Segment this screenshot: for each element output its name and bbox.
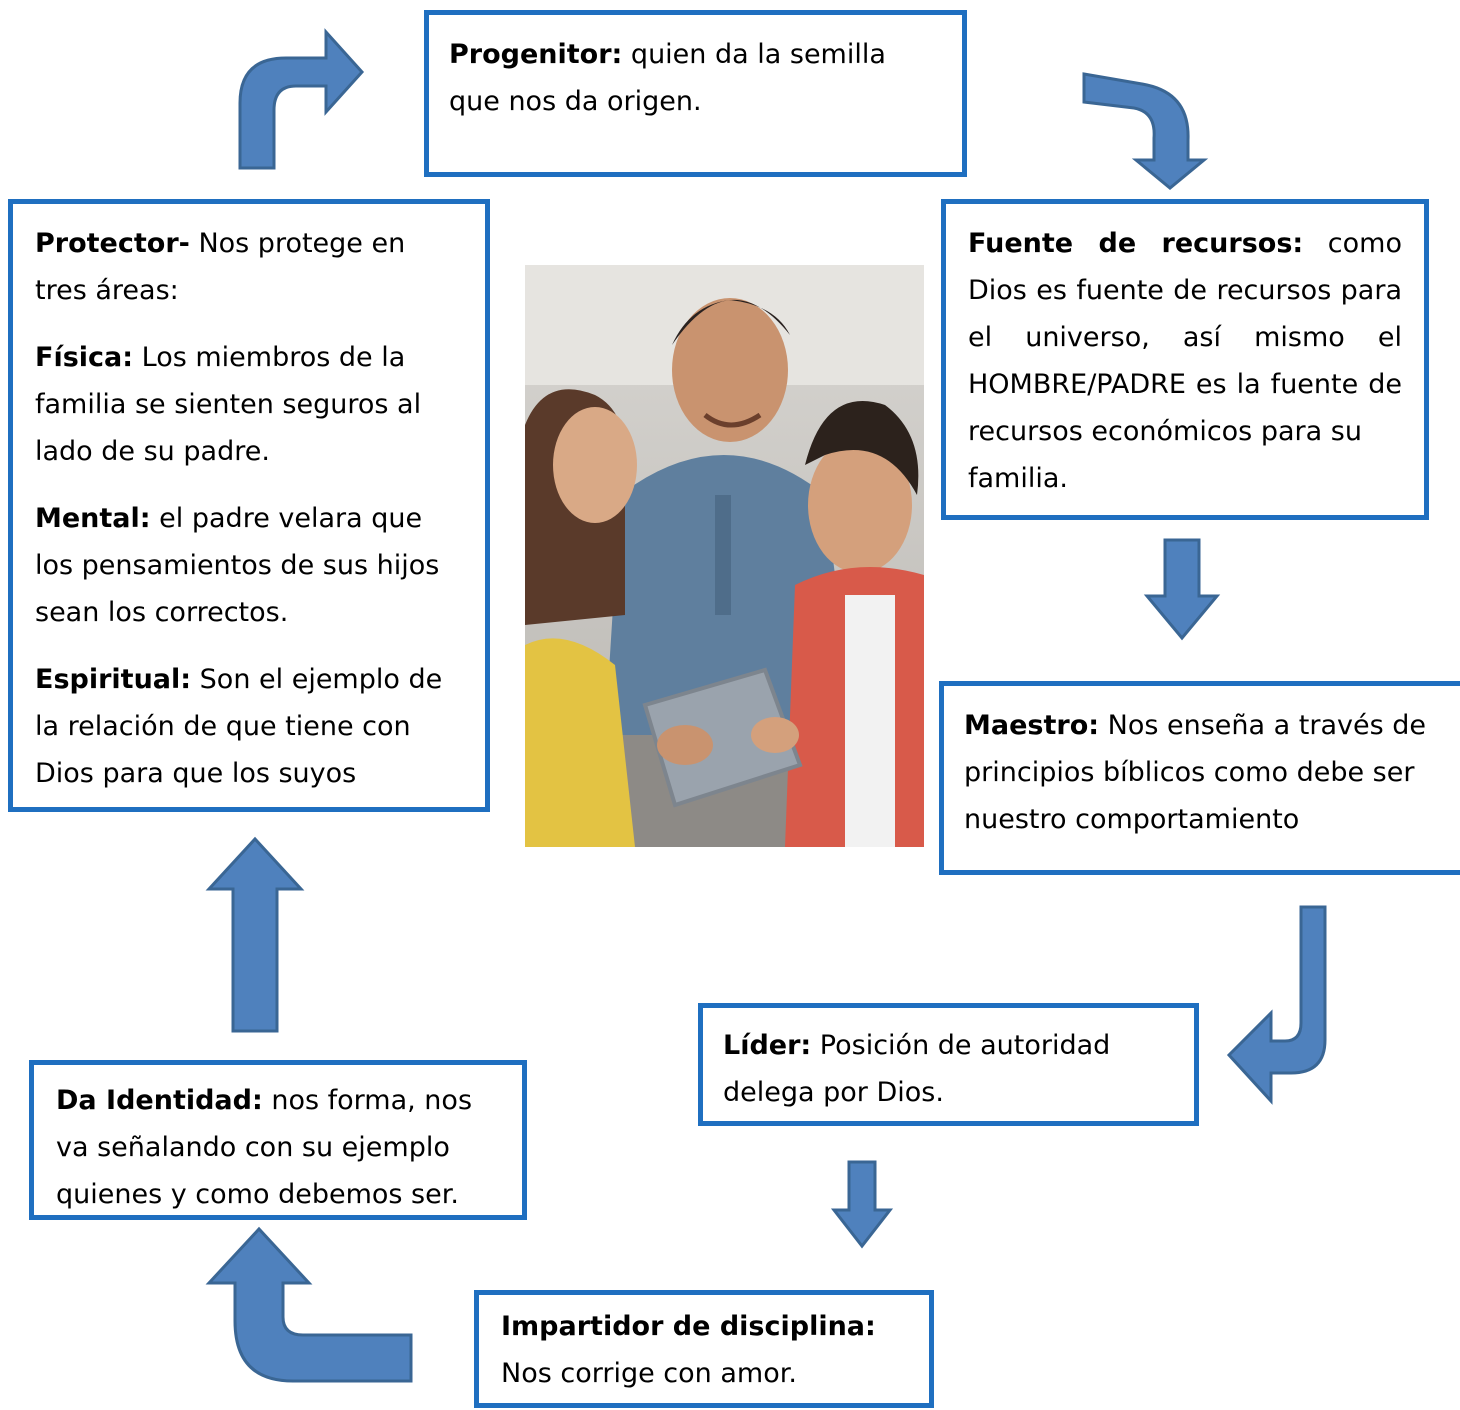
box-maestro: Maestro: Nos enseña a través de principi… (939, 681, 1460, 875)
progenitor-text: quien da la semilla que nos da origen. (449, 39, 886, 117)
box-progenitor: Progenitor: quien da la semilla que nos … (424, 10, 967, 177)
fuente-text-last: familia. (968, 463, 1068, 494)
box-da-identidad: Da Identidad: nos forma, nos va señaland… (29, 1060, 527, 1220)
identidad-text: nos forma, nos va señalando con su ejemp… (56, 1085, 473, 1210)
mental-text: el padre velara que los pensamientos de … (35, 503, 440, 628)
family-reading-photo (525, 265, 924, 847)
disciplina-text: Nos corrige con amor. (501, 1358, 797, 1389)
disciplina-title: Impartidor de disciplina: (501, 1311, 876, 1342)
lider-text: Posición de autoridad delega por Dios. (723, 1030, 1111, 1108)
lider-title: Líder: (723, 1030, 812, 1061)
fisica-text: Los miembros de la familia se sienten se… (35, 342, 422, 467)
bent-arrow-down-left (1226, 905, 1327, 1105)
identidad-title: Da Identidad: (56, 1085, 263, 1116)
arrow-down-small (830, 1160, 894, 1249)
espiritual-text: Son el ejemplo de la relación de que tie… (35, 664, 443, 807)
protector-title: Protector- (35, 228, 190, 259)
arrow-down (1143, 538, 1221, 641)
box-lider: Líder: Posición de autoridad delega por … (698, 1003, 1199, 1126)
fuente-title: Fuente de recursos: (968, 228, 1304, 259)
fisica-title: Física: (35, 342, 134, 373)
box-fuente-de-recursos: Fuente de recursos: como Dios es fuente … (941, 199, 1429, 520)
bent-arrow-left-up (205, 1226, 413, 1383)
fuente-text: como Dios es fuente de recursos para el … (968, 228, 1402, 447)
protector-text: Nos protege en tres áreas: (35, 228, 406, 306)
bent-arrow-right-down (1082, 72, 1209, 190)
maestro-text: Nos enseña a través de principios bíblic… (964, 710, 1426, 835)
progenitor-title: Progenitor: (449, 39, 623, 70)
box-impartidor-de-disciplina: Impartidor de disciplina: Nos corrige co… (474, 1290, 934, 1408)
maestro-title: Maestro: (964, 710, 1100, 741)
arrow-up-large (205, 836, 305, 1033)
bent-arrow-up-right (238, 28, 365, 170)
mental-title: Mental: (35, 503, 151, 534)
box-protector: Protector- Nos protege en tres áreas: Fí… (8, 199, 490, 812)
espiritual-title: Espiritual: (35, 664, 192, 695)
